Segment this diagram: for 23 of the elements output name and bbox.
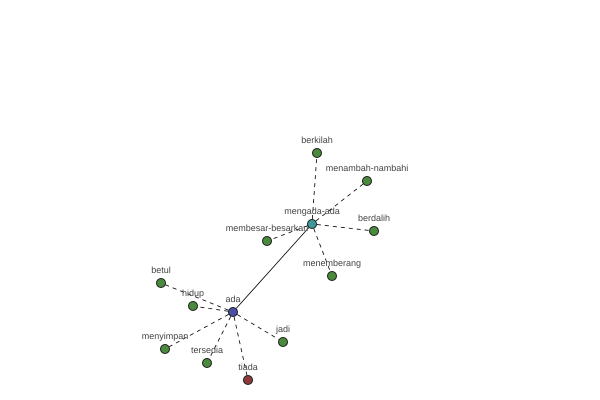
node-label: membesar-besarkan xyxy=(226,223,308,233)
dashed-connector xyxy=(313,228,331,272)
node-label: jadi xyxy=(276,324,290,334)
node-label: tiada xyxy=(238,362,258,372)
dashed-connector xyxy=(165,284,229,311)
node-label: menyimpan xyxy=(142,331,188,341)
node-label: menambah-nambahi xyxy=(326,163,408,173)
node-label: ada xyxy=(225,294,241,304)
dashed-connector xyxy=(316,184,364,222)
node-label: berdalih xyxy=(358,213,390,223)
node-label: tersedia xyxy=(190,345,224,355)
node-label: berkilah xyxy=(301,135,333,145)
node-label: hidup xyxy=(182,288,204,298)
connector-line xyxy=(236,227,310,309)
dashed-connector xyxy=(234,316,248,376)
node-label: menemberang xyxy=(302,258,362,268)
node-label: mengada-ada xyxy=(284,206,340,216)
dashed-connector xyxy=(198,306,228,312)
dashed-connector xyxy=(168,314,230,347)
node-label: betul xyxy=(151,265,171,275)
dashed-connector xyxy=(312,158,318,220)
dashed-connector xyxy=(271,225,308,240)
dashed-connector xyxy=(316,224,370,231)
